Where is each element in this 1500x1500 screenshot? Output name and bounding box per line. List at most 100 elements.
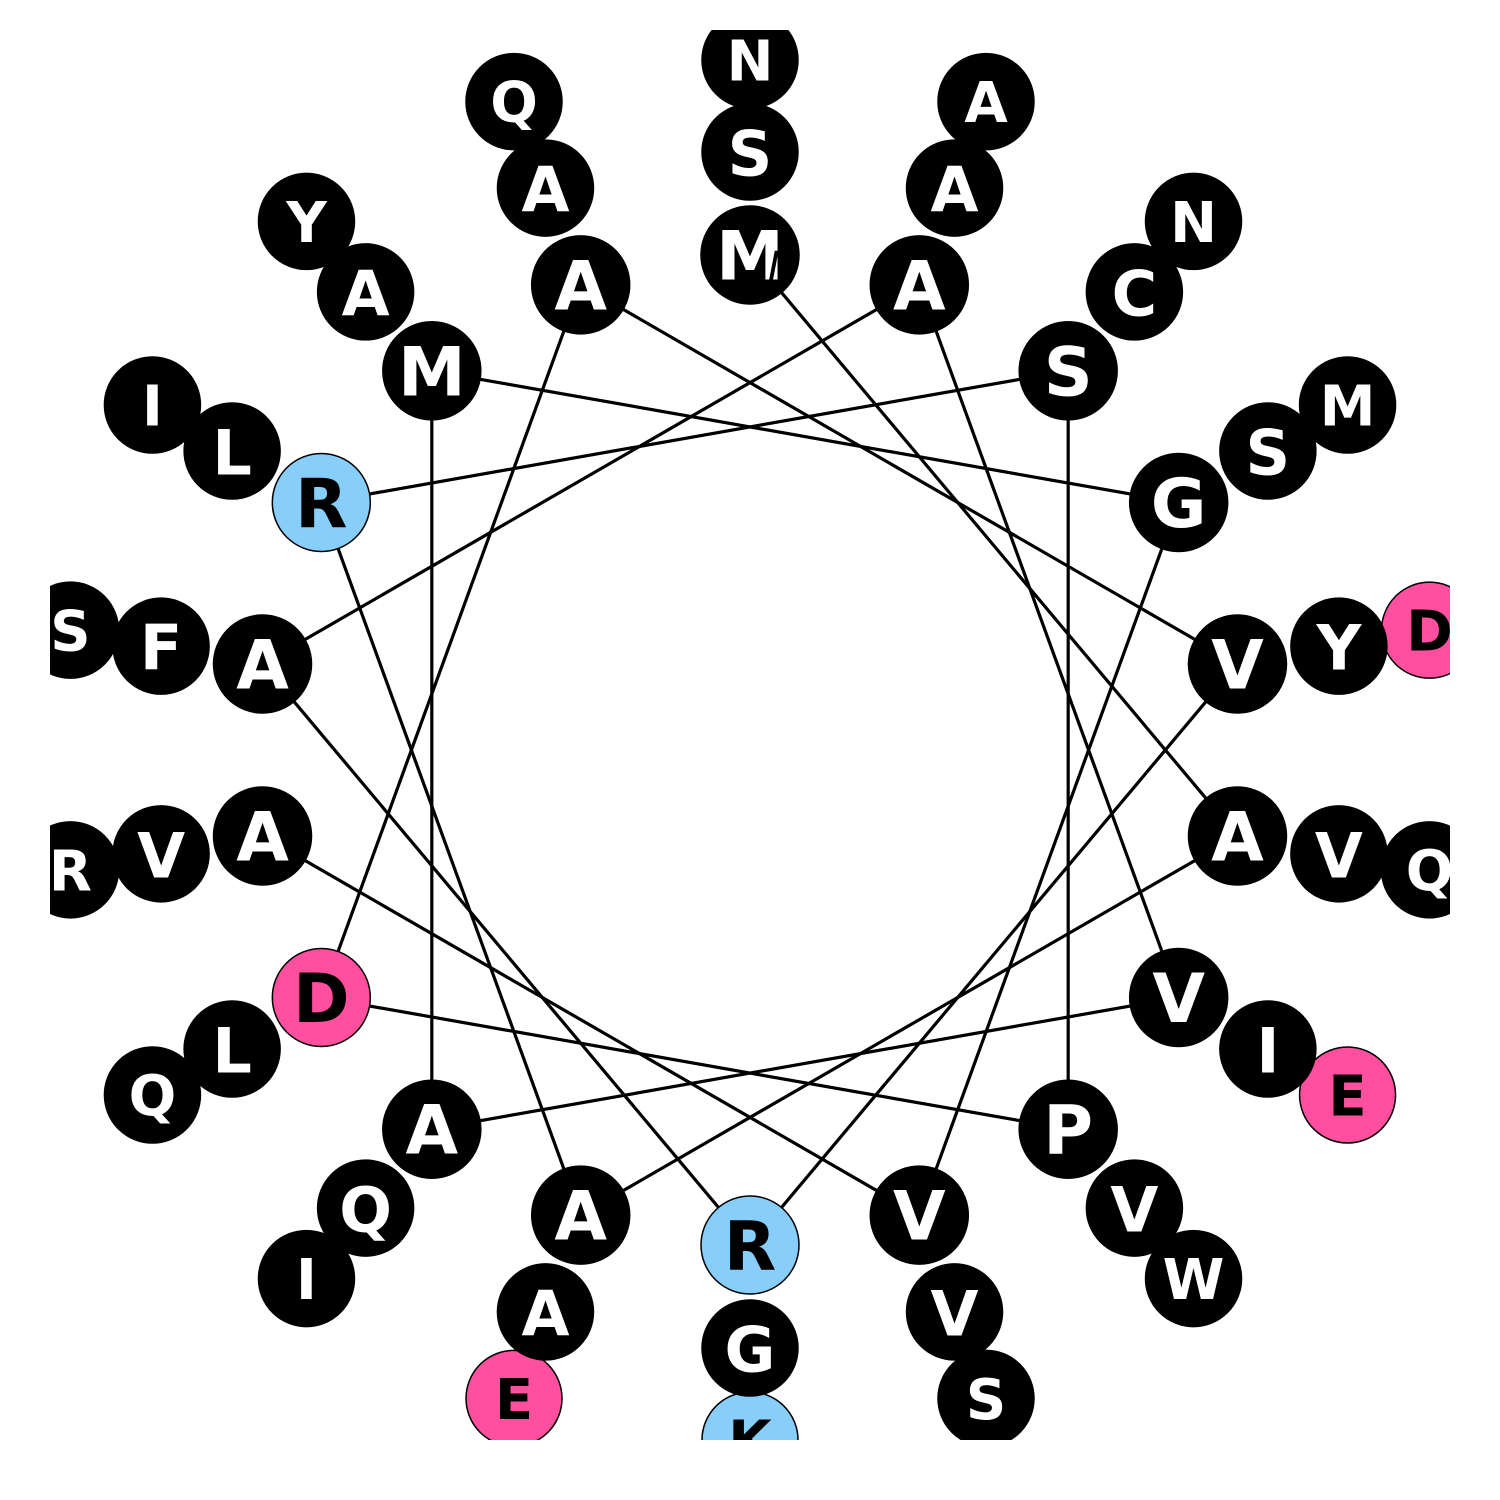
connector-line [579, 834, 1239, 1217]
outer-ring-2-residue-label: W [1163, 1248, 1225, 1313]
outer-ring-2-residue-label: Q [490, 71, 538, 136]
outer-ring-2-residue-circle [1298, 1046, 1397, 1144]
inner-ring-residue: A [530, 1165, 631, 1265]
outer-ring-2-residue-circle [1144, 172, 1243, 271]
outer-ring-1-residue-label: Y [1315, 612, 1362, 685]
inner-ring-residue-label: A [554, 247, 607, 326]
inner-ring-residue-label: A [554, 1178, 607, 1257]
outer-ring-2-residue: S [50, 581, 120, 679]
outer-ring-2-residue-circle [937, 52, 1035, 151]
inner-ring-residue: M [700, 205, 800, 305]
inner-ring-residue: M [382, 321, 482, 421]
inner-ring-residue: G [1128, 452, 1229, 553]
connector-line [748, 663, 1239, 1247]
outer-ring-1-residue-circle [496, 139, 595, 237]
outer-ring-1-residue: L [183, 1000, 281, 1098]
outer-ring-1-residue: V [1085, 1159, 1184, 1257]
outer-ring-1-residue-circle [1219, 402, 1317, 500]
inner-ring-residue-circle [1187, 614, 1288, 714]
outer-ring-2-residue-circle [103, 356, 202, 454]
outer-ring-1-residue-circle [701, 1299, 799, 1397]
outer-ring-1-residue-circle [1290, 805, 1388, 903]
outer-ring-2-residue-label: A [964, 71, 1008, 136]
outer-ring-1-residue-label: A [931, 154, 979, 227]
outer-ring-2-residue: Q [103, 1046, 202, 1144]
inner-ring-residue-label: A [893, 247, 946, 326]
inner-ring-residue-circle [530, 235, 631, 335]
outer-ring-1-residue: I [1219, 1000, 1317, 1098]
outer-ring-1-residue-label: S [1246, 417, 1291, 490]
outer-ring-2-residue: S [937, 1349, 1035, 1440]
helix-connector-lines [261, 253, 1239, 1247]
connector-line [319, 284, 583, 999]
outer-ring-2-residue-label: Q [1406, 839, 1454, 904]
outer-ring-2-residue-label: Q [129, 1065, 177, 1130]
connector-line [261, 663, 752, 1247]
connector-line [261, 834, 921, 1217]
inner-ring-residue-circle [382, 1079, 482, 1179]
outer-ring-2-residue-label: I [142, 375, 163, 440]
inner-ring-residue: A [1187, 786, 1288, 886]
outer-ring-2-residue-circle [1144, 1229, 1243, 1328]
outer-ring-2-residue-label: Y [285, 191, 328, 256]
inner-ring-residue-label: S [1044, 333, 1093, 412]
outer-ring-1-residue: A [905, 139, 1004, 237]
inner-ring-residue: P [1018, 1079, 1118, 1179]
inner-ring-residue-label: P [1043, 1092, 1093, 1171]
outer-ring-1-residue-label: V [1110, 1174, 1158, 1247]
outer-ring-2-residue-circle [257, 172, 356, 271]
inner-ring-residue-label: V [1152, 960, 1205, 1039]
outer-ring-2-residue: E [465, 1349, 563, 1440]
inner-ring-residue-label: A [1211, 798, 1264, 877]
outer-ring-1-residue-circle [316, 1159, 415, 1257]
outer-ring-1-residue-label: A [521, 154, 569, 227]
outer-ring-2-residue-circle [257, 1229, 356, 1328]
outer-ring-1-residue: V [1290, 805, 1388, 903]
outer-ring-1-residue-label: F [140, 612, 182, 685]
outer-ring-1-residue-circle [316, 243, 415, 341]
outer-ring-1-residue: V [905, 1263, 1004, 1361]
n-terminus-label: N [768, 244, 798, 290]
outer-ring-2-residue-circle [1298, 356, 1397, 454]
inner-ring-residue: R [271, 452, 372, 553]
outer-ring-2-residue-label: D [1406, 600, 1452, 665]
outer-ring-1-residue-circle [112, 805, 210, 903]
outer-ring-2-residue-label: R [49, 839, 92, 904]
outer-ring-2-residue: E [1298, 1046, 1397, 1144]
outer-ring-1-residue: A [496, 139, 595, 237]
outer-ring-2-residue-label: S [966, 1368, 1006, 1433]
connector-line [431, 995, 1179, 1131]
connector-line [319, 501, 583, 1216]
inner-ring-residue-label: R [295, 465, 347, 544]
inner-ring-residue-circle [700, 1195, 800, 1295]
inner-ring-residue-circle [1128, 452, 1229, 553]
inner-ring-residue-label: G [1151, 465, 1207, 544]
inner-ring-residue-circle [271, 947, 372, 1048]
outer-ring-1-residue: A [496, 1263, 595, 1361]
outer-ring-2-residue-circle [465, 1349, 563, 1440]
outer-ring-1-residue-circle [701, 103, 799, 201]
outer-ring-1-residue-label: L [212, 417, 252, 490]
inner-ring-residue-circle [1128, 947, 1229, 1048]
outer-ring-2-residue: Q [1380, 821, 1454, 919]
outer-ring-1-residue-circle [183, 402, 281, 500]
outer-ring-2-residue: W [1144, 1229, 1243, 1328]
outer-ring-1-residue-circle [183, 1000, 281, 1098]
outer-ring-1-residue-circle [905, 139, 1004, 237]
outer-ring-2-residue-label: K [728, 1410, 774, 1475]
outer-ring-1-residue: G [701, 1299, 799, 1397]
outer-ring-2-residue-circle [465, 52, 563, 151]
outer-ring-2-residue: N [1144, 172, 1243, 271]
outer-ring-1-residue-circle [1219, 1000, 1317, 1098]
inner-ring-residue-circle [382, 321, 482, 421]
outer-ring-2-residue: N [701, 30, 799, 109]
inner-ring-residue-label: A [236, 627, 289, 706]
outer-ring-1-residue-circle [905, 1263, 1004, 1361]
outer-ring-1-residue: C [1085, 243, 1184, 341]
connector-line [917, 284, 1181, 999]
outer-ring-2-residue: I [103, 356, 202, 454]
inner-ring-residue: A [382, 1079, 482, 1179]
inner-ring-residue: D [271, 947, 372, 1048]
